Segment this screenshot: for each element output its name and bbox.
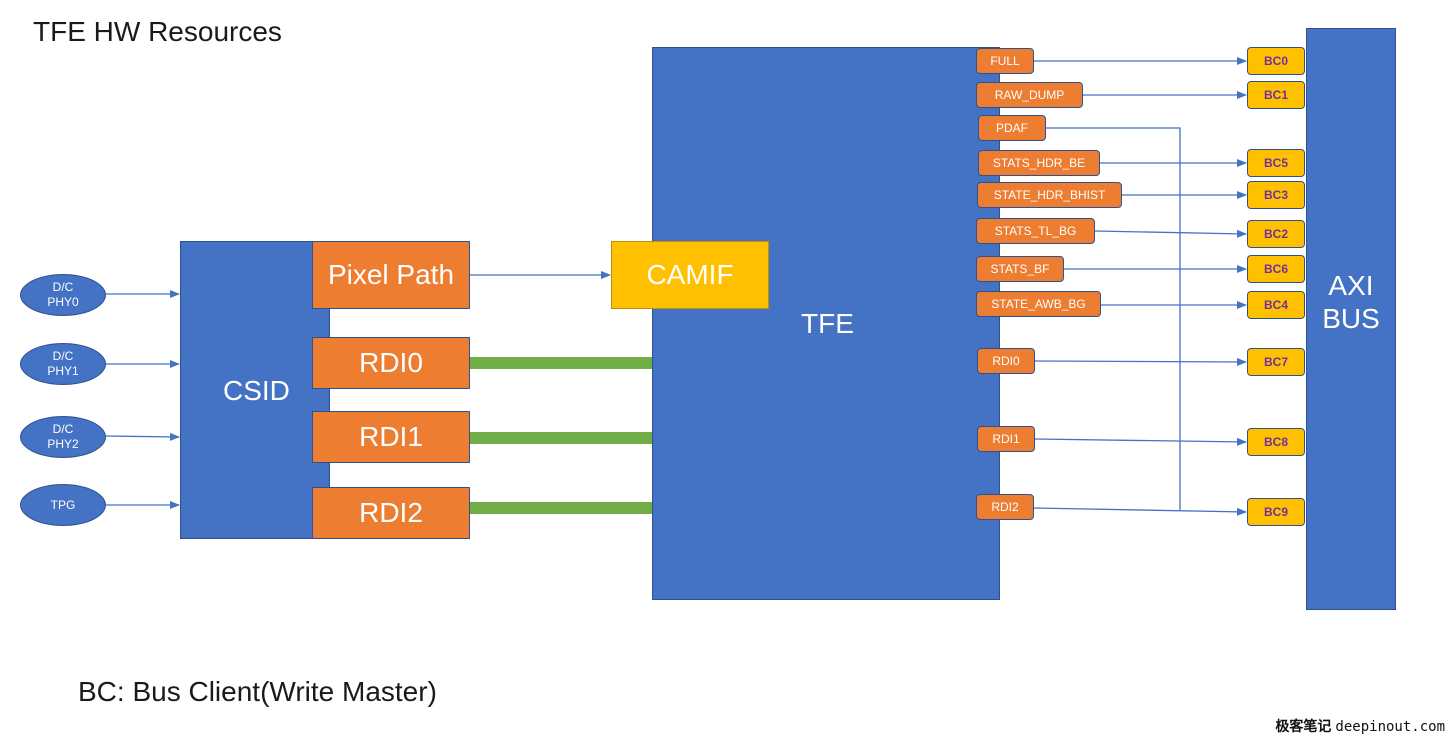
bus-client-bc7: BC7 [1247, 348, 1305, 376]
tfe-output-stats-hdr-be: STATS_HDR_BE [978, 150, 1100, 176]
bus-client-bc0: BC0 [1247, 47, 1305, 75]
bus-client-bc8: BC8 [1247, 428, 1305, 456]
csid-label: CSID [223, 375, 290, 406]
axi-bus-block: AXI BUS [1306, 28, 1396, 610]
wire-rdi1-bc8 [1034, 437, 1247, 446]
tfe-output-full: FULL [976, 48, 1034, 74]
axi-bus-label: AXI BUS [1307, 269, 1395, 335]
tfe-output-rdi0: RDI0 [977, 348, 1035, 374]
wire-statstlbg-bc2 [1094, 229, 1247, 238]
tfe-label: TFE [801, 308, 854, 339]
input-label: TPG [50, 497, 76, 512]
tfe-output-rdi2: RDI2 [976, 494, 1034, 520]
tfe-output-stats-tl-bg: STATS_TL_BG [976, 218, 1095, 244]
bus-client-bc4: BC4 [1247, 291, 1305, 319]
input-label: D/C [52, 349, 74, 363]
bus-client-bc2: BC2 [1247, 220, 1305, 248]
bus-client-bc3: BC3 [1247, 181, 1305, 209]
wire-pdaf-bc9 [1046, 127, 1181, 510]
csid-path-rdi2: RDI2 [312, 487, 470, 539]
tfe-output-state-hdr-bhist: STATE_HDR_BHIST [977, 182, 1122, 208]
bus-client-bc1: BC1 [1247, 81, 1305, 109]
bus-client-bc9: BC9 [1247, 498, 1305, 526]
wire-rdi0-bc7 [1034, 357, 1247, 366]
input-label: PHY2 [47, 437, 79, 451]
bus-client-bc6: BC6 [1247, 255, 1305, 283]
csid-path-rdi0: RDI0 [312, 337, 470, 389]
wire-rdi2-bc9 [1033, 507, 1247, 516]
csid-path-pixel: Pixel Path [312, 241, 470, 309]
axi-label-line1: AXI [1328, 270, 1374, 301]
input-label: PHY0 [47, 295, 79, 309]
tfe-output-pdaf: PDAF [978, 115, 1046, 141]
bus-client-bc5: BC5 [1247, 149, 1305, 177]
camif-block: CAMIF [611, 241, 769, 309]
legend-footnote: BC: Bus Client(Write Master) [78, 676, 437, 707]
tfe-output-stats-bf: STATS_BF [976, 256, 1064, 282]
input-label: PHY1 [47, 364, 79, 378]
input-label: D/C [52, 280, 74, 294]
wire-phy2-csid [105, 432, 180, 441]
watermark-cn: 极客笔记 [1275, 719, 1332, 735]
csid-path-rdi1: RDI1 [312, 411, 470, 463]
watermark-site: deepinout.com [1335, 719, 1445, 735]
input-tpg: TPG [20, 484, 106, 526]
tfe-output-raw-dump: RAW_DUMP [976, 82, 1083, 108]
csid-block: CSID [180, 241, 330, 539]
diagram-title: TFE HW Resources [33, 16, 282, 47]
tfe-block: TFE [652, 47, 1000, 600]
tfe-output-rdi1: RDI1 [977, 426, 1035, 452]
axi-label-line2: BUS [1322, 303, 1380, 334]
tfe-output-state-awb-bg: STATE_AWB_BG [976, 291, 1101, 317]
input-label: D/C [52, 422, 74, 436]
